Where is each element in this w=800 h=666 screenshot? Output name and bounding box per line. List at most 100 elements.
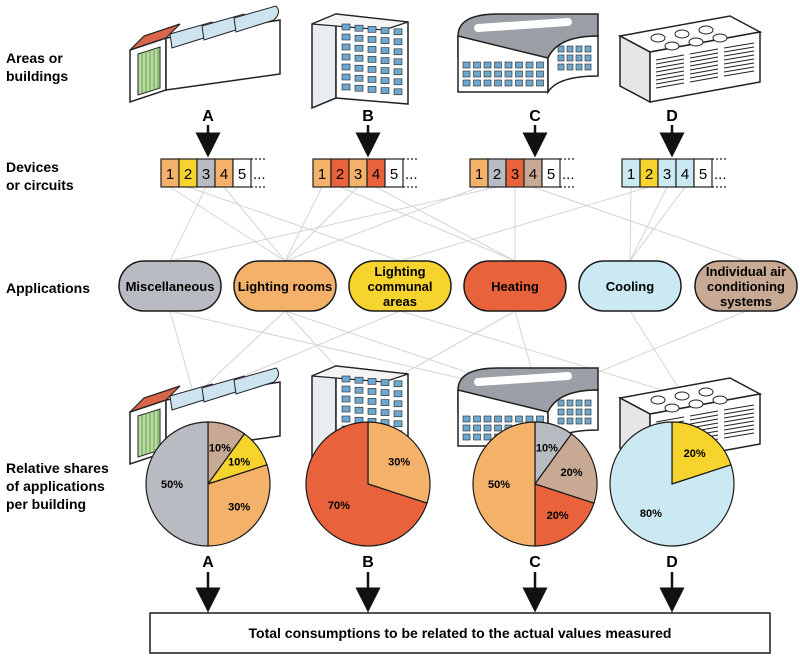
circuit-to-application-link [532,186,747,262]
circuit-to-application-link [223,186,286,262]
circuit-number: 4 [220,166,228,183]
pie-slice-label: 50% [488,479,510,491]
pie-slice [207,464,271,547]
circuit-number: 4 [681,166,689,183]
pie-slice-label: 10% [209,442,231,454]
pie-slice-label: 20% [684,448,706,460]
circuit-to-application-link [169,186,207,262]
application-label: systems [720,294,772,309]
circuit-number: 1 [166,166,174,183]
circuit-ellipsis: ... [562,166,575,183]
application-to-building-link [198,310,286,393]
top-letter-c: C [529,108,541,125]
pie-b: 30% 70% [305,421,431,547]
row-label-shares: Relative shares of applications per buil… [6,460,113,512]
total-consumption-box [149,612,771,654]
circuit-number: 1 [475,166,483,183]
application-pill-miscellaneous: Miscellaneous [118,260,222,312]
pie-slice [534,483,595,547]
circuit-number: 2 [493,166,501,183]
application-label: areas [383,294,417,309]
pie-slice-label: 20% [561,467,583,479]
application-pill-heating: Heating [463,260,567,312]
circuit-number: 5 [238,166,246,183]
circuit-ellipsis: ... [253,166,266,183]
circuit-ellipsis: ... [405,166,418,183]
circuit-to-application-link [629,186,668,262]
application-label: communal [367,279,432,294]
factory-icon [129,5,281,103]
pie-slice [609,421,735,547]
circuit-number: 5 [547,166,555,183]
total-consumption-label: Total consumptions to be related to the … [249,625,672,641]
application-pills: Miscellaneous Lighting rooms Lightingcommu… [118,260,798,312]
pie-slice-label: 70% [328,500,350,512]
application-pill-lighting-rooms: Lighting rooms [233,260,337,312]
pie-a: 10%10%30%50% [145,421,271,547]
application-label: Cooling [606,279,654,294]
pie-slice-label: 80% [640,508,662,520]
pie-slice [671,421,732,485]
circuit-to-application-link [375,186,516,262]
application-label: Heating [491,279,539,294]
application-share-pies: 10%10%30%50%30%70%10%20%20%50%20%80% [145,421,735,547]
circuit-number: 5 [699,166,707,183]
pie-slice-label: 10% [536,442,558,454]
top-letter-b: B [362,108,374,125]
circuit-number: 2 [336,166,344,183]
pie-slice-label: 10% [228,456,250,468]
circuit-to-application-link [629,186,686,262]
bottom-letter-d: D [666,554,678,571]
row-label-applications: Applications [6,280,90,296]
pie-slice-label: 30% [388,456,410,468]
circuit-to-application-link [339,186,516,262]
top-letter-a: A [202,108,214,125]
circuit-number: 3 [202,166,210,183]
circuit-number: 3 [354,166,362,183]
circuit-to-application-link [629,186,632,262]
circuit-number: 3 [663,166,671,183]
circuit-number: 4 [372,166,380,183]
circuit-number: 1 [318,166,326,183]
pie-c: 10% 20% 20% 50% [472,421,598,547]
pie-slice-label: 20% [547,510,569,522]
pie-d: 20% 80% [609,421,735,547]
pie-slice [305,421,428,547]
circuit-number: 1 [627,166,635,183]
application-to-building-link [169,310,194,393]
application-label: Lighting [374,264,425,279]
circuit-number: 3 [511,166,519,183]
top-building-icons [129,5,761,109]
circuit-to-application-link [284,186,359,262]
warehouse-icon [619,15,761,103]
circuit-cell [693,158,713,188]
circuit-to-application-link [284,186,480,262]
circuit-number: 4 [529,166,537,183]
application-to-building-link [399,310,670,393]
circuit-to-application-link [284,186,323,262]
circuit-to-application-link [169,186,286,262]
bottom-letter-c: C [529,554,541,571]
circuit-cell [384,158,404,188]
row-label-devices: Devices or circuits [6,159,74,193]
application-label: conditioning [707,279,785,294]
pie-slice-label: 30% [228,502,250,514]
bottom-letter-b: B [362,554,374,571]
circuit-cell [541,158,561,188]
circuit-to-application-link [399,186,650,262]
application-label: Lighting rooms [238,279,333,294]
application-pill-cooling: Cooling [578,260,682,312]
circuit-number: 2 [184,166,192,183]
pie-slice [534,433,598,504]
application-label: Miscellaneous [126,279,215,294]
pie-slice [367,421,431,504]
application-to-building-link [629,310,682,393]
